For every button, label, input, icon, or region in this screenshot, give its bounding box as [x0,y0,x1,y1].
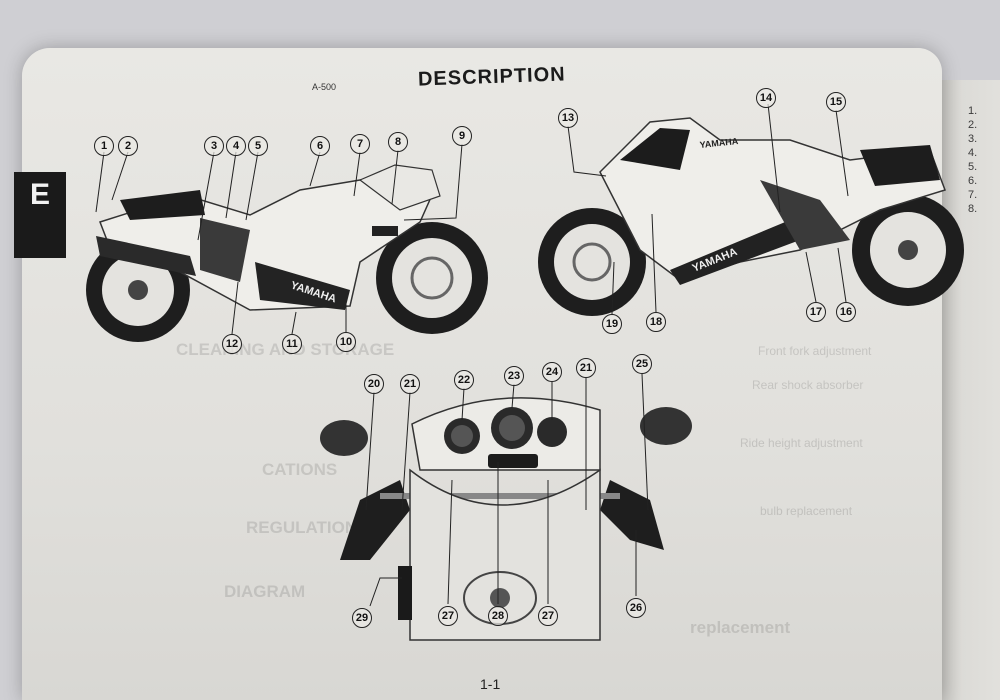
leader-lines [95,103,849,607]
ghost-heading: replacement [690,618,791,637]
list-item: 4. [968,147,978,159]
callout-2: 2 [118,136,138,156]
callout-22: 22 [454,370,474,390]
callout-19: 19 [602,314,622,334]
callout-28: 28 [488,606,508,626]
list-item: 1. [968,105,978,117]
ghost-line: Rear shock absorber [752,378,864,392]
callout-21-left: 21 [400,374,420,394]
callout-15: 15 [826,92,846,112]
ghost-heading: CATIONS [262,460,338,479]
ghost-line: bulb replacement [760,504,853,518]
callout-17: 17 [806,302,826,322]
callout-5: 5 [248,136,268,156]
ghost-line: Ride height adjustment [740,436,863,450]
list-item: 7. [968,189,978,201]
list-item: 3. [968,133,978,145]
list-item: 5. [968,161,978,173]
callout-27-right: 27 [538,606,558,626]
callout-25: 25 [632,354,652,374]
reference-code: A-500 [312,82,337,92]
ghost-heading: DIAGRAM [224,582,306,601]
callout-27-left: 27 [438,606,458,626]
list-item: 6. [968,175,978,187]
callout-4: 4 [226,136,246,156]
svg-text:YAMAHA: YAMAHA [699,136,739,150]
section-tab-e: E [14,172,66,258]
callout-18: 18 [646,312,666,332]
callout-6: 6 [310,136,330,156]
callout-21-right: 21 [576,358,596,378]
callout-23: 23 [504,366,524,386]
callout-26: 26 [626,598,646,618]
left-side-motorcycle: YAMAHA [86,164,488,342]
callout-8: 8 [388,132,408,152]
callout-24: 24 [542,362,562,382]
callout-1: 1 [94,136,114,156]
callout-20: 20 [364,374,384,394]
ghost-heading: REGULATION [246,518,358,537]
cockpit-view [320,397,692,641]
callout-10: 10 [336,332,356,352]
callout-3: 3 [204,136,224,156]
callout-7: 7 [350,134,370,154]
next-page-list: 1. 2. 3. 4. 5. 6. 7. 8. [968,104,977,216]
list-item: 8. [968,203,978,215]
callout-16: 16 [836,302,856,322]
ghost-line: Front fork adjustment [758,344,872,358]
callout-11: 11 [282,334,302,354]
callout-9: 9 [452,126,472,146]
right-side-motorcycle: YAMAHA YAMAHA [538,117,964,316]
callout-12: 12 [222,334,242,354]
callout-29: 29 [352,608,372,628]
callout-14: 14 [756,88,776,108]
list-item: 2. [968,119,978,131]
page-number: 1-1 [480,676,501,692]
callout-13: 13 [558,108,578,128]
